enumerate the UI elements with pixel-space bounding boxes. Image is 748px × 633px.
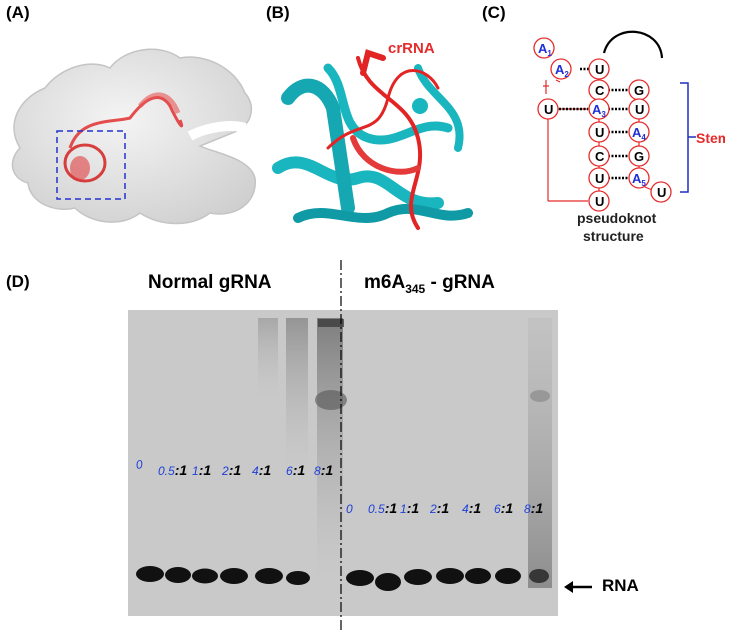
m6a-grna-title: m6A345 - gRNA (364, 272, 495, 296)
svg-text:U: U (595, 125, 604, 140)
ratio-label-left: 0 (135, 457, 144, 472)
protein-surface (11, 48, 256, 225)
svg-text:U: U (595, 171, 604, 186)
ratio-label-left: 0.5:1 (158, 462, 188, 478)
panel-c-pseudoknot-diagram: A1 A2 U U C A3 U C U U G U A4 G A5 U Ste… (533, 30, 725, 244)
ratio-label-right: 0 (346, 502, 353, 516)
rna-band-label: RNA (602, 576, 639, 595)
ratio-label-left: 2:1 (222, 462, 242, 478)
svg-text:C: C (595, 149, 605, 164)
ratio-label-right: 0.5:1 (368, 500, 398, 516)
ratio-label-left: 6:1 (286, 462, 306, 478)
ratio-label-right: 1:1 (400, 500, 420, 516)
ratio-label-left: 1:1 (192, 462, 212, 478)
svg-text:U: U (635, 102, 644, 117)
panel-b-label: (B) (266, 3, 290, 22)
normal-grna-title: Normal gRNA (148, 272, 272, 293)
svg-text:U: U (657, 185, 666, 200)
svg-text:U: U (595, 194, 604, 209)
svg-text:G: G (634, 149, 644, 164)
panel-a-label: (A) (6, 3, 30, 22)
left-arrow-icon (564, 581, 592, 593)
svg-text:G: G (634, 83, 644, 98)
ratio-label-right: 2:1 (430, 500, 450, 516)
ratio-label-left: 8:1 (314, 462, 334, 478)
panel-b-structure-image (268, 28, 476, 230)
rna-knot (63, 143, 107, 183)
stem-label: Stem (696, 130, 725, 146)
gel-image (128, 310, 558, 616)
ratio-label-right: 8:1 (524, 500, 544, 516)
svg-text:U: U (595, 62, 604, 77)
ratio-label-left: 4:1 (252, 462, 272, 478)
zoom-box (56, 130, 126, 200)
ratio-label-right: 4:1 (462, 500, 482, 516)
pseudoknot-caption-line1: pseudoknot (577, 210, 657, 226)
panel-a-structure-image (11, 48, 256, 225)
panel-c-label: (C) (482, 3, 506, 22)
pseudoknot-caption-line2: structure (583, 228, 644, 244)
panel-d-label: (D) (6, 272, 30, 291)
stem-bracket (680, 82, 689, 193)
gel-divider-line (340, 260, 342, 633)
ratio-label-right: 6:1 (494, 500, 514, 516)
nt-u-left: U (544, 102, 553, 117)
crrna-label: crRNA (388, 40, 435, 57)
svg-text:C: C (595, 83, 605, 98)
